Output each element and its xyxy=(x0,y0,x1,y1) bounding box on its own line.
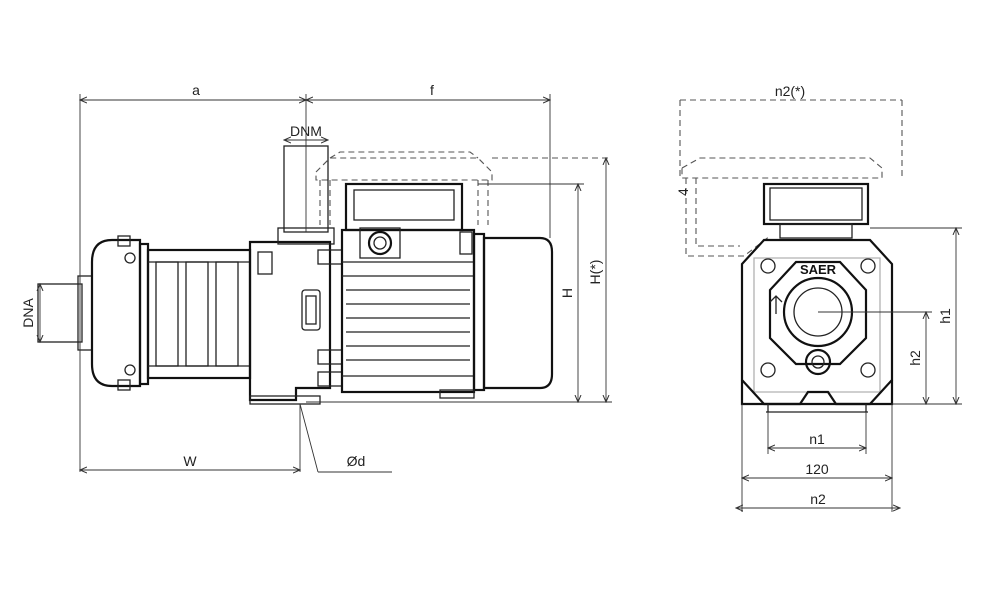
pump-end-cover xyxy=(90,235,150,391)
motor xyxy=(340,228,554,399)
dim-120-label: 120 xyxy=(805,461,829,477)
front-pump-casing: SAER xyxy=(740,238,894,406)
dim-h-label: H xyxy=(559,288,575,298)
terminal-box xyxy=(344,182,473,259)
pump-stages xyxy=(146,248,252,380)
front-view: n2(*) 4 SAER xyxy=(675,83,962,512)
dim-h2-label: h2 xyxy=(907,350,923,366)
dim-dna: DNA xyxy=(20,284,40,342)
cover-side-marker: 4 xyxy=(675,188,691,196)
dim-od-label: Ød xyxy=(347,453,366,469)
dim-h-star-label: H(*) xyxy=(587,260,603,285)
front-terminal-box xyxy=(762,182,870,239)
front-feet xyxy=(740,380,894,413)
dim-h: H H(*) xyxy=(306,158,612,402)
dim-f-label: f xyxy=(430,82,434,98)
dim-dnm-label: DNM xyxy=(290,123,322,139)
pump-body xyxy=(248,240,343,405)
dim-a-f: a f xyxy=(80,82,550,472)
side-view: a f DNM DNA H H(*) W Ød xyxy=(20,82,612,472)
dim-n2-label: n2 xyxy=(810,491,826,507)
dim-w-label: W xyxy=(183,453,197,469)
brand-logo-text: SAER xyxy=(800,262,837,277)
dim-dna-label: DNA xyxy=(20,298,36,328)
dim-a-label: a xyxy=(192,82,200,98)
side-terminal-cover-dashed xyxy=(315,151,612,225)
dim-n1-120-n2: n1 120 n2 xyxy=(736,404,900,512)
dim-h1-h2: h1 h2 xyxy=(818,228,962,404)
dim-w-od: W Ød xyxy=(80,403,392,472)
suction-port xyxy=(37,275,93,351)
dim-h1-label: h1 xyxy=(937,308,953,324)
dim-dnm: DNM xyxy=(284,123,328,140)
front-terminal-cover-dashed: n2(*) 4 xyxy=(675,83,903,257)
dim-n2-star-label: n2(*) xyxy=(775,83,805,99)
dim-n1-label: n1 xyxy=(809,431,825,447)
